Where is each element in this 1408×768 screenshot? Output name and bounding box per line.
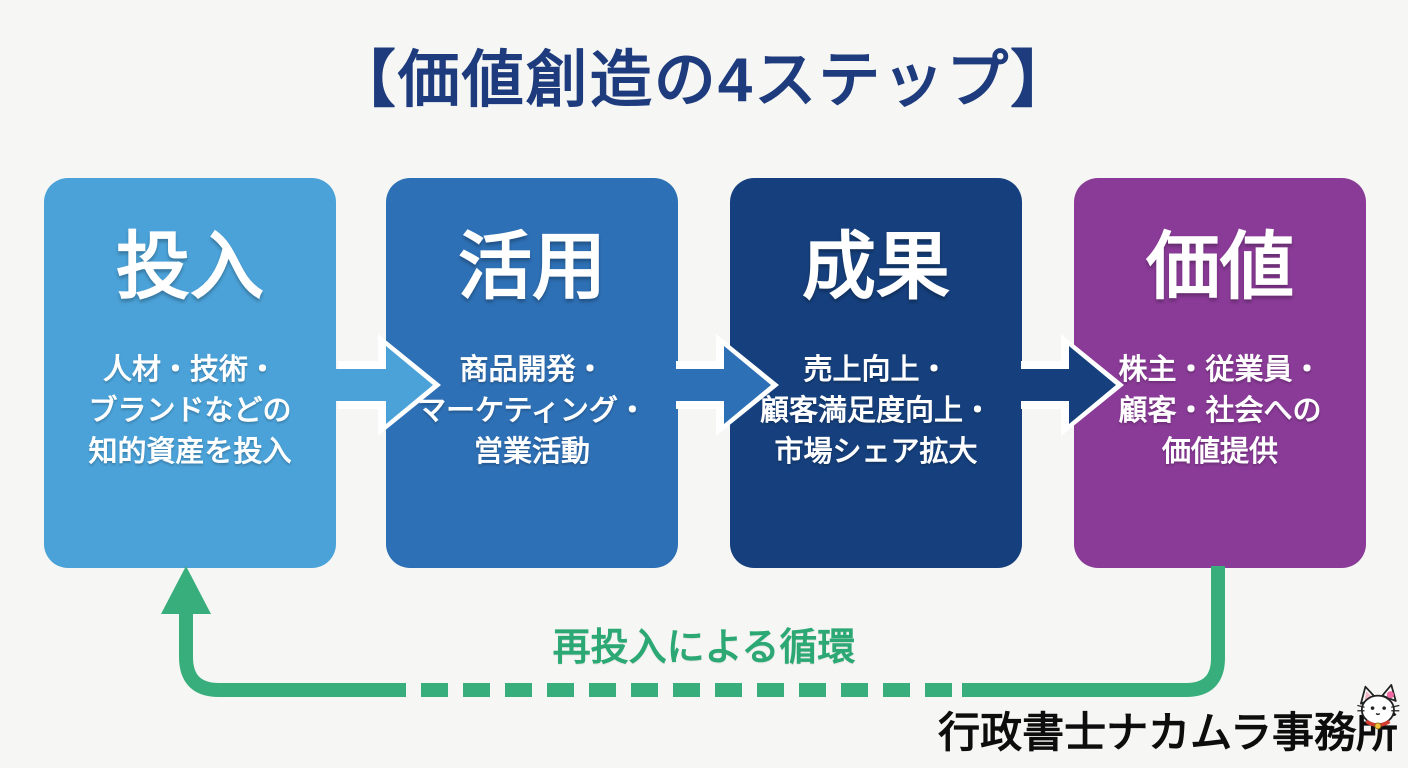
- step-box-utilize: 活用 商品開発・ マーケティング・ 営業活動: [386, 178, 678, 568]
- diagram-title: 【価値創造の4ステップ】: [333, 46, 1075, 115]
- right-arrow-icon: [668, 334, 779, 436]
- right-arrow-icon: [330, 334, 441, 436]
- step-description: 人材・技術・ ブランドなどの 知的資産を投入: [88, 354, 292, 469]
- step-label: 価値: [1146, 225, 1294, 308]
- step-label: 投入: [116, 225, 264, 308]
- step-description: 売上向上・ 顧客満足度向上・ 市場シェア拡大: [759, 354, 992, 469]
- step-box-value: 価値 株主・従業員・ 顧客・社会への 価値提供: [1074, 178, 1366, 568]
- step-description: 商品開発・ マーケティング・ 営業活動: [417, 354, 647, 469]
- loop-label: 再投入による循環: [552, 627, 856, 669]
- step-box-input: 投入 人材・技術・ ブランドなどの 知的資産を投入: [44, 178, 336, 568]
- step-description: 株主・従業員・ 顧客・社会への 価値提供: [1118, 354, 1322, 469]
- step-label: 活用: [458, 225, 606, 308]
- cat-mascot-icon: [1357, 684, 1400, 730]
- step-box-results: 成果 売上向上・ 顧客満足度向上・ 市場シェア拡大: [730, 178, 1022, 568]
- right-arrow-icon: [1013, 334, 1124, 436]
- loop-up-arrow-icon: [161, 566, 1225, 697]
- step-label: 成果: [802, 225, 950, 308]
- office-logo-text: 行政書士ナカムラ事務所: [938, 709, 1398, 756]
